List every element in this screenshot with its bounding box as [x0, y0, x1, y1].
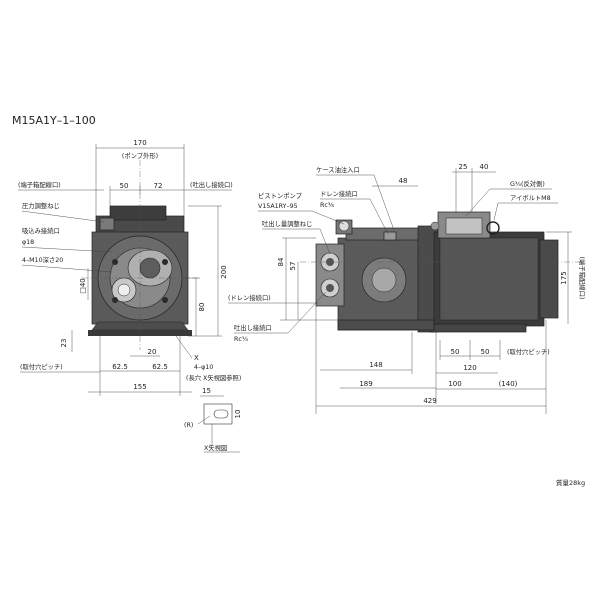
dim-84: 84 — [277, 257, 285, 266]
label-long-hole: (長穴 X矢視図参照) — [186, 373, 241, 382]
label-rc38: Rc⅜ — [320, 202, 334, 209]
dim-23: 23 — [60, 339, 68, 348]
label-pump-model: V15A1RY–95 — [258, 203, 298, 210]
model-title: M15A1Y–1–100 — [12, 114, 96, 127]
dim-170: 170 — [133, 139, 146, 147]
label-m10-holes: 4–M10深さ20 — [22, 255, 63, 264]
label-rc34: Rc¾ — [234, 336, 248, 343]
label-suction-size: φ18 — [22, 239, 34, 246]
label-eyebolt: アイボルトM8 — [510, 194, 551, 202]
dim-25: 25 — [459, 163, 468, 171]
label-piston-pump: ピストンポンプ — [258, 192, 303, 200]
label-x: X — [194, 354, 199, 362]
dim-50-a: 50 — [451, 348, 460, 356]
dim-40-square: □40 — [79, 278, 87, 294]
dim-120: 120 — [463, 364, 476, 372]
dim-175: 175 — [560, 271, 568, 284]
dim-50: 50 — [120, 182, 129, 190]
label-pump-outline: (ポンプ外形) — [122, 151, 158, 160]
label-flow-screw: 吐出し量調整ねじ — [262, 219, 312, 228]
dim-62-5-right: 62.5 — [152, 363, 168, 371]
label-holes-10: 4–φ10 — [194, 364, 213, 371]
label-r: (R) — [184, 422, 193, 429]
dim-20: 20 — [148, 348, 157, 356]
dim-140: (140) — [499, 380, 518, 388]
label-x-view: X矢視図 — [204, 443, 227, 452]
dim-429: 429 — [423, 397, 436, 405]
label-terminal-box-vertical: (端子箱配線口) — [578, 257, 587, 300]
dim-189: 189 — [359, 380, 372, 388]
dim-48: 48 — [399, 177, 408, 185]
dim-10: 10 — [234, 410, 242, 419]
label-discharge-port-r: 吐出し接続口 — [234, 323, 272, 332]
label-pressure-screw: 圧力調整ねじ — [22, 201, 60, 210]
label-drain-port-2: (ドレン接続口) — [228, 293, 271, 302]
label-terminal-box: (端子箱配線口) — [18, 180, 61, 189]
dim-200: 200 — [220, 265, 228, 278]
label-drain-port: ドレン接続口 — [320, 189, 358, 198]
dim-15: 15 — [202, 387, 211, 395]
dim-72: 72 — [154, 182, 163, 190]
label-suction-port: 吸込み接続口 — [22, 226, 60, 235]
dim-155: 155 — [133, 383, 146, 391]
dim-57: 57 — [289, 262, 297, 271]
dim-100: 100 — [448, 380, 461, 388]
label-mount-pitch-right: (取付穴ピッチ) — [507, 347, 550, 356]
label-discharge-port: (吐出し接続口) — [190, 180, 233, 189]
dim-148: 148 — [369, 361, 382, 369]
dim-50-b: 50 — [481, 348, 490, 356]
dim-40: 40 — [480, 163, 489, 171]
mass-label: 質量28kg — [556, 479, 586, 487]
left-view: 170 (ポンプ外形) 50 72 (端子箱配線口) (吐出し接続口) 圧力調整… — [18, 139, 242, 453]
label-case-oil: ケース油注入口 — [316, 165, 360, 174]
label-mount-pitch-left: (取付穴ピッチ) — [20, 362, 63, 371]
right-view: ケース油注入口 ドレン接続口 Rc⅜ 48 ピストンポンプ V15A1RY–95… — [228, 163, 587, 414]
dim-80: 80 — [198, 303, 206, 312]
dim-62-5-left: 62.5 — [112, 363, 128, 371]
pump-side-body — [315, 211, 559, 333]
label-g34: G¾(反対側) — [510, 179, 545, 188]
